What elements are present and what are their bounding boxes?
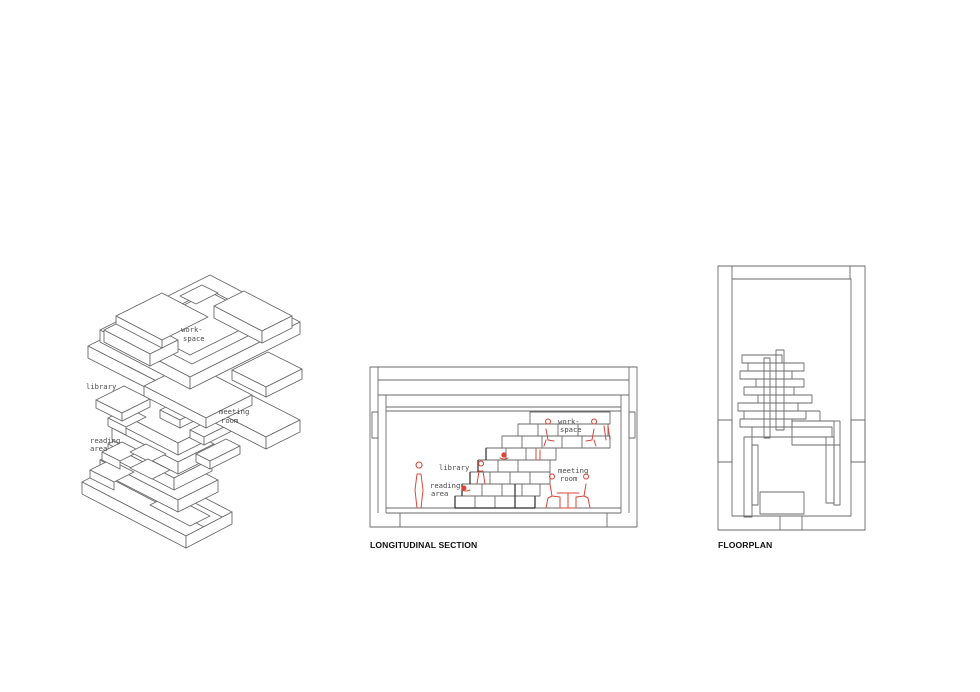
section-label-meeting-1: meeting [558, 466, 588, 475]
axo-label-reading-1: reading [90, 436, 120, 445]
axo-label-library: library [86, 382, 117, 391]
axo-label-meeting-1: meeting [219, 407, 249, 416]
axonometric-drawing: work- space library meeting room reading… [81, 274, 303, 549]
section-label-reading-1: reading [430, 481, 460, 490]
floorplan-caption: FLOORPLAN [718, 540, 773, 550]
section-caption: LONGITUDINAL SECTION [370, 540, 478, 550]
axo-label-workspace-2: space [183, 334, 205, 343]
axo-stair-stack [89, 385, 241, 513]
axo-label-reading-2: area [90, 444, 107, 453]
section-label-meeting-2: room [560, 474, 577, 483]
section-label-workspace-1: work- [558, 417, 580, 426]
section-stair-blocks [454, 411, 611, 509]
axo-label-workspace-1: work- [181, 325, 203, 334]
floorplan-walls [717, 265, 866, 531]
section-drawing: work- space library meeting room reading… [369, 366, 638, 528]
axo-top-layer [99, 274, 301, 390]
section-label-workspace-2: space [560, 425, 582, 434]
section-people [414, 418, 611, 509]
floorplan-drawing [717, 265, 866, 531]
section-label-reading-2: area [431, 489, 448, 498]
section-building-shell [369, 366, 638, 528]
floorplan-stair-blocks [737, 349, 841, 518]
axo-label-meeting-2: room [221, 416, 238, 425]
section-label-library: library [439, 463, 470, 472]
